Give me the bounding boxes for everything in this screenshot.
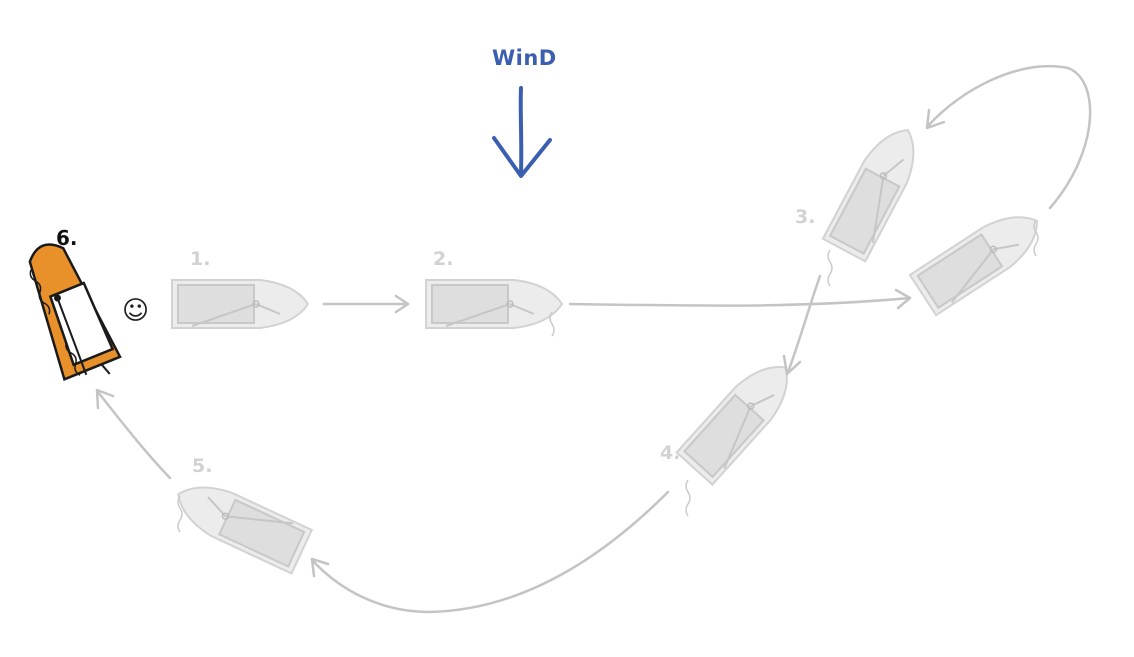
step-label-4: 4. [660, 442, 681, 464]
boat-3b [908, 199, 1052, 317]
boat-3a [821, 117, 931, 263]
wind-arrow [492, 86, 552, 178]
boat-5 [167, 471, 313, 575]
step-label-5: 5. [192, 455, 213, 477]
step-label-3: 3. [795, 206, 816, 228]
step-label-1: 1. [190, 248, 211, 270]
boat-6-active [28, 243, 122, 381]
wind-label: WinD [492, 46, 557, 70]
arrow-3-loop [926, 64, 1092, 210]
boat-4 [675, 350, 805, 486]
smiley-icon: ☺ [122, 296, 150, 326]
boat-1 [171, 279, 309, 329]
arrow-2-3 [568, 296, 912, 307]
step-label-2: 2. [433, 248, 454, 270]
course-arrows [95, 64, 1092, 614]
arrow-5-6 [96, 390, 172, 480]
arrow-3-4 [786, 274, 822, 374]
step-label-6: 6. [56, 226, 78, 250]
arrow-4-5 [310, 490, 670, 614]
telltales [177, 219, 1039, 533]
boat-2 [425, 279, 563, 329]
